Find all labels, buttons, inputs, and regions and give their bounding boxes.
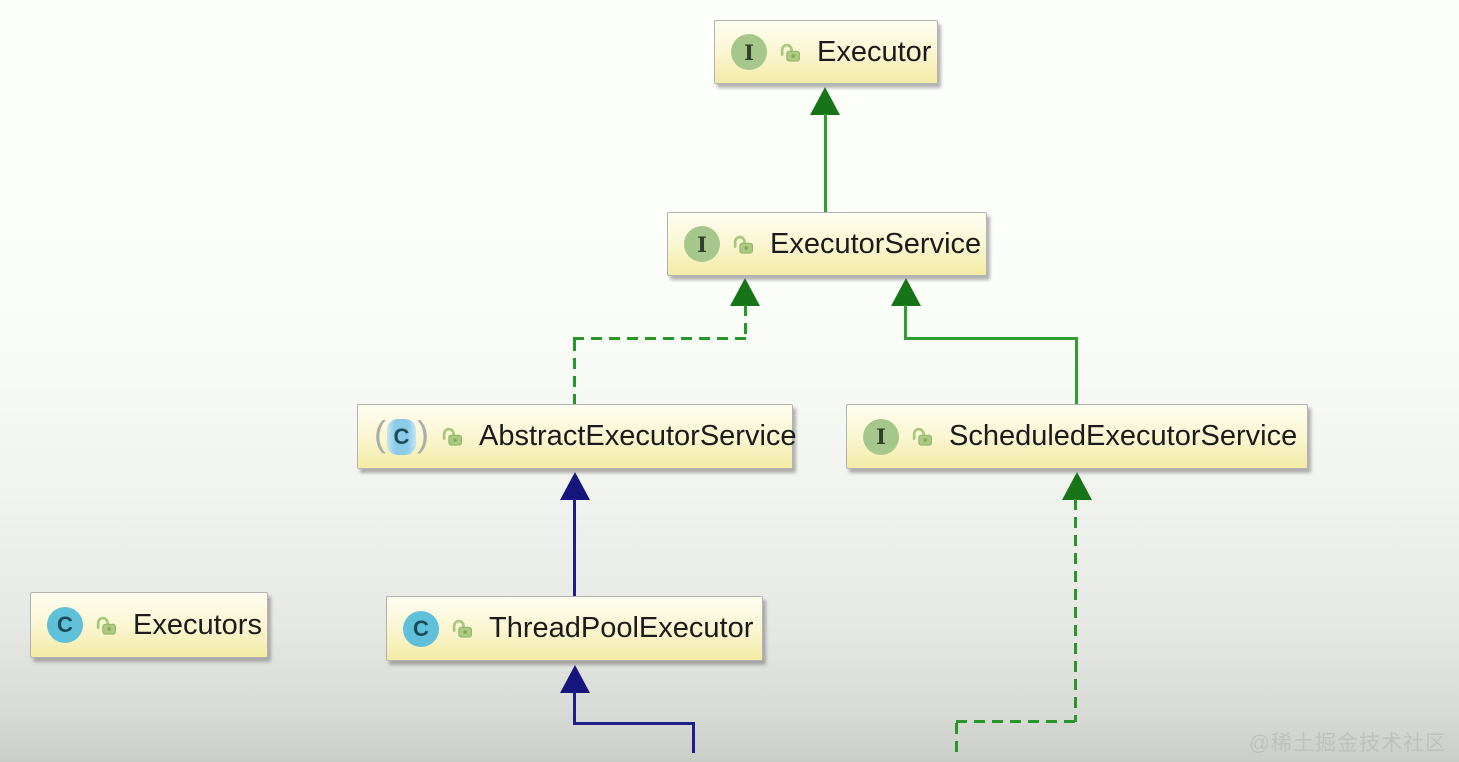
badge-paren: ) [417,413,429,454]
arrowhead-up-icon [1062,472,1092,500]
edge-line [904,337,1078,340]
node-scheduled-executor-service[interactable]: I ScheduledExecutorService [846,404,1308,469]
node-label: ExecutorService [770,227,982,260]
edge-line [573,498,576,596]
node-label: ScheduledExecutorService [949,420,1298,452]
edge-line [955,723,958,758]
node-thread-pool-executor[interactable]: C ThreadPoolExecutor [386,596,763,661]
badge-letter: I [697,231,707,257]
edge-line [824,114,827,212]
arrowhead-up-icon [730,278,760,306]
edge-line [1074,499,1077,722]
node-label: Executor [817,35,932,68]
node-executor[interactable]: I Executor [714,20,938,84]
badge-letter: C [57,612,73,637]
node-executors[interactable]: C Executors [30,592,268,658]
edge-line [744,305,747,340]
edge-line [573,691,576,724]
badge-letter: C [413,615,429,641]
arrowhead-up-icon [810,87,840,115]
edge-line [573,722,695,725]
badge-letter: C [387,418,416,455]
edge-line [1075,337,1078,404]
edge-line [692,722,695,753]
unlocked-icon [442,427,462,446]
edge-line [904,305,907,340]
node-label: Executors [133,608,262,641]
unlocked-icon [733,235,753,254]
node-label: ThreadPoolExecutor [489,612,754,644]
node-label: AbstractExecutorService [479,420,797,452]
node-executor-service[interactable]: I ExecutorService [667,212,987,276]
badge-letter: I [744,39,754,65]
node-abstract-executor-service[interactable]: ( C ) AbstractExecutorService [357,404,797,469]
class-icon: C [47,607,83,643]
arrowhead-up-icon [891,278,921,306]
arrowhead-up-icon [560,665,590,693]
class-icon: C [403,610,439,647]
edge-line [573,340,576,404]
interface-icon: I [684,226,720,262]
arrowhead-up-icon [560,472,590,500]
edge-line [956,720,1077,723]
unlocked-icon [452,619,472,638]
interface-icon: I [731,34,767,70]
badge-paren: ( [374,413,386,454]
abstract-class-icon: ( C ) [374,416,429,457]
badge-letter: I [876,424,886,449]
unlocked-icon [912,427,932,446]
unlocked-icon [96,616,116,635]
edge-line [573,337,746,340]
watermark: @稀土掘金技术社区 [1248,732,1447,755]
interface-icon: I [863,418,899,455]
unlocked-icon [780,43,800,62]
